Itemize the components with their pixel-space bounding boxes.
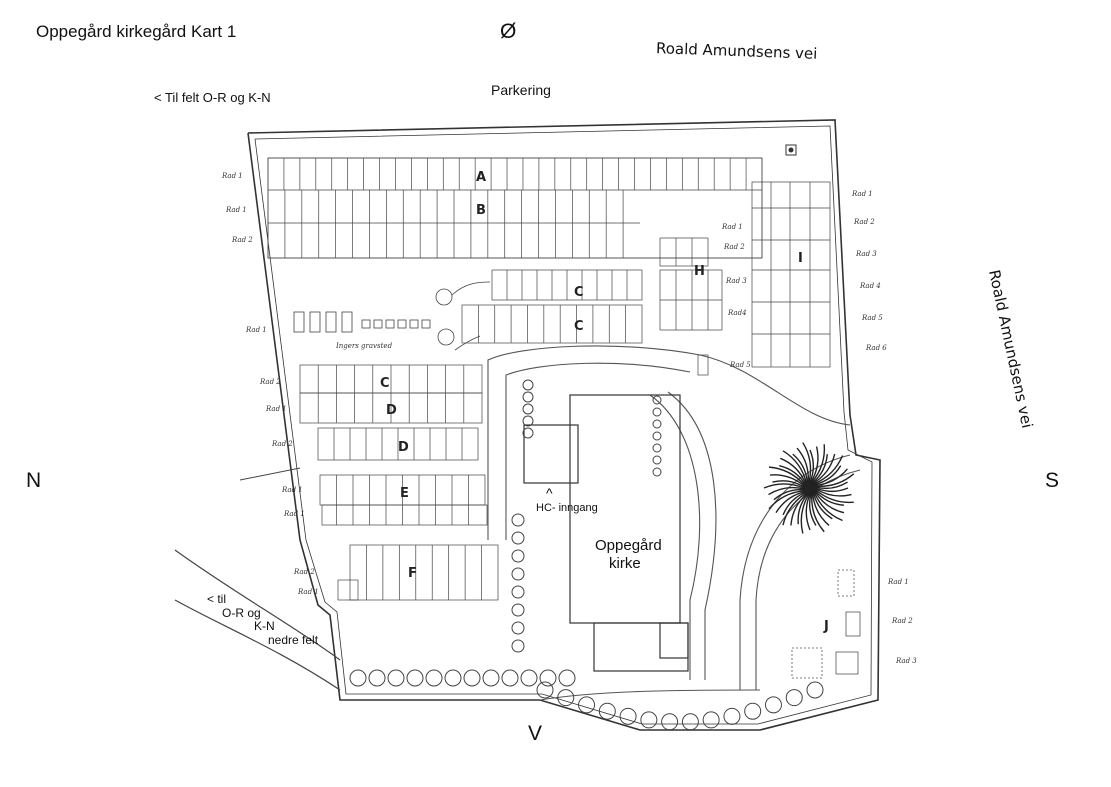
svg-text:Rad 1: Rad 1 xyxy=(245,326,267,334)
tree-icon xyxy=(763,442,855,534)
field-j-markers xyxy=(791,569,861,679)
compass-east: Ø xyxy=(500,20,517,43)
field-c-graves xyxy=(299,269,643,394)
monument-marker-icon xyxy=(785,144,797,156)
svg-text:Rad 2: Rad 2 xyxy=(891,617,913,625)
field-letter-c3: C xyxy=(380,376,390,391)
field-letter-a: A xyxy=(476,170,486,185)
svg-text:Rad 2: Rad 2 xyxy=(271,440,293,448)
svg-text:Rad 5: Rad 5 xyxy=(861,314,883,322)
field-letter-d2: D xyxy=(398,440,409,455)
map-title: Oppegård kirkegård Kart 1 xyxy=(36,22,237,41)
compass-west: V xyxy=(528,722,543,745)
svg-text:Rad 1: Rad 1 xyxy=(221,172,243,180)
bottom-left-note-4: nedre felt xyxy=(268,633,319,647)
church-building xyxy=(523,394,689,672)
svg-text:Rad4: Rad4 xyxy=(727,309,747,317)
svg-text:Rad 4: Rad 4 xyxy=(859,282,881,290)
field-letter-i: I xyxy=(798,251,803,266)
field-e-graves xyxy=(319,474,488,526)
svg-text:Rad 3: Rad 3 xyxy=(895,657,917,665)
bottom-left-note-2: O-R og xyxy=(222,606,261,620)
svg-text:Rad 1: Rad 1 xyxy=(297,588,319,596)
hc-entrance-label: HC- inngang xyxy=(536,502,598,514)
bottom-left-note-1: < til xyxy=(207,592,227,606)
field-letter-f: F xyxy=(408,566,417,581)
field-ab-graves xyxy=(267,157,763,259)
svg-text:Rad 3: Rad 3 xyxy=(855,250,877,258)
field-i-graves xyxy=(751,181,831,368)
field-letter-c1: C xyxy=(574,285,584,300)
svg-text:Rad 2: Rad 2 xyxy=(853,218,875,226)
boundary-wall xyxy=(247,119,881,731)
ingers-gravsted-label: Ingers gravsted xyxy=(335,342,393,350)
svg-text:Rad 6: Rad 6 xyxy=(865,344,887,352)
compass-north: N xyxy=(26,469,42,492)
hedge-shrubs xyxy=(349,379,824,731)
field-letter-h: H xyxy=(694,264,705,279)
svg-text:Rad 5: Rad 5 xyxy=(729,361,751,369)
svg-text:Rad 2: Rad 2 xyxy=(723,243,745,251)
west-path-arrow-icon xyxy=(239,467,301,481)
row-labels: Rad 1 Rad 1 Rad 2 Rad 1 Rad 2 Rad 1 Rad … xyxy=(221,172,917,665)
svg-text:Rad 2: Rad 2 xyxy=(259,378,281,386)
field-f-graves xyxy=(337,544,499,601)
field-letter-d1: D xyxy=(386,403,397,418)
field-letter-j: J xyxy=(823,619,829,634)
compass-south: S xyxy=(1045,469,1060,492)
top-left-note: < Til felt O-R og K-N xyxy=(154,90,271,105)
field-letter-c2: C xyxy=(574,319,584,334)
svg-text:Rad 2: Rad 2 xyxy=(231,236,253,244)
church-name-line-2: kirke xyxy=(609,555,641,572)
svg-text:Rad 1: Rad 1 xyxy=(283,510,305,518)
internal-paths xyxy=(487,345,861,701)
svg-text:Rad 2: Rad 2 xyxy=(293,568,315,576)
parking-label: Parkering xyxy=(491,82,551,98)
svg-text:Rad 3: Rad 3 xyxy=(725,277,747,285)
field-letter-b: B xyxy=(476,203,486,218)
ingers-gravsted-markers xyxy=(293,281,491,351)
field-letter-e: E xyxy=(400,486,409,501)
svg-text:Rad 1: Rad 1 xyxy=(887,578,909,586)
field-d-graves xyxy=(299,392,483,461)
svg-text:Rad 1: Rad 1 xyxy=(265,405,287,413)
svg-text:Rad 1: Rad 1 xyxy=(281,486,303,494)
svg-text:Rad 1: Rad 1 xyxy=(225,206,247,214)
svg-text:Rad 1: Rad 1 xyxy=(851,190,873,198)
svg-text:Rad 1: Rad 1 xyxy=(721,223,743,231)
access-road xyxy=(174,549,341,691)
bottom-left-note-3: K-N xyxy=(254,619,275,633)
church-name-line-1: Oppegård xyxy=(595,537,662,554)
hc-arrow-icon: ^ xyxy=(546,485,553,501)
field-h-graves xyxy=(659,237,723,376)
